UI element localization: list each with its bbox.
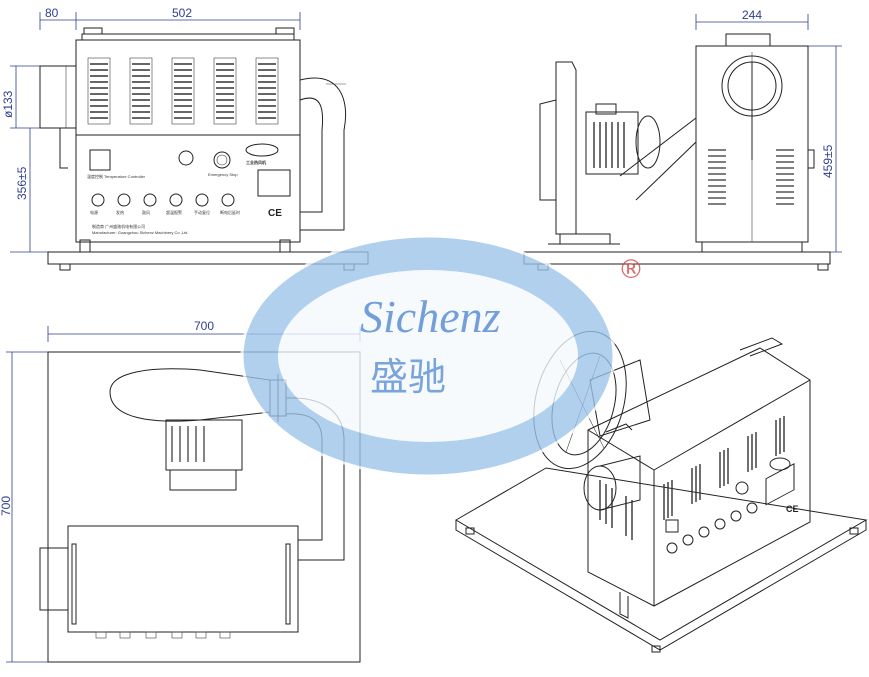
brand-logo-oval	[245, 143, 279, 157]
selector-knob	[178, 150, 194, 166]
temp-controller-display	[89, 149, 111, 171]
nameplate-text: 工业热风机	[246, 159, 266, 165]
blower-indicator	[143, 193, 157, 207]
nameplate	[257, 169, 291, 197]
dim-top-depth: 700	[0, 496, 13, 516]
ce-mark: CE	[268, 208, 282, 219]
heater-indicator	[117, 193, 131, 207]
over-temp-indicator	[169, 193, 183, 207]
label-power-off: 断电后延时	[220, 209, 240, 215]
company-en: Manufacturer: Guangzhou Sichenz Machiner…	[92, 230, 189, 235]
isometric-view: CE	[455, 330, 868, 653]
dim-duct-diameter: ø133	[1, 90, 15, 118]
company-cn: 制造商 广州盛驰机电有限公司	[92, 223, 145, 229]
dim-top-width: 700	[194, 319, 214, 333]
brand-watermark	[240, 234, 616, 478]
label-heater: 发热	[116, 209, 124, 215]
dim-side-height: 459±5	[821, 144, 835, 178]
emergency-stop-label: Emergency Stop	[208, 172, 238, 177]
temp-controller-label: 温度控制 Temperature Controller	[87, 173, 146, 179]
emergency-stop-button	[213, 151, 231, 169]
dim-front-height: 356±5	[15, 166, 29, 200]
label-blower: 鼓风	[142, 209, 150, 215]
label-manual-reset: 手动复位	[194, 209, 210, 215]
watermark-brand-cn: 盛驰	[370, 355, 446, 399]
dim-front-left: 80	[45, 6, 59, 20]
dim-front-width: 502	[172, 6, 192, 20]
watermark-brand-en: Sichenz	[360, 291, 501, 342]
front-vents	[87, 57, 279, 125]
power-indicator	[91, 193, 105, 207]
label-power: 电源	[90, 209, 98, 215]
registered-mark: ®	[618, 255, 644, 285]
dim-side-width: 244	[742, 8, 762, 22]
front-view: 80 502 ø133 356±5	[1, 6, 369, 271]
power-off-indicator	[221, 193, 235, 207]
iso-ce-mark: CE	[786, 504, 799, 514]
manual-reset-button	[195, 193, 209, 207]
label-over-temp: 超温报警	[166, 209, 182, 215]
side-view: 244 459±5	[523, 8, 842, 271]
